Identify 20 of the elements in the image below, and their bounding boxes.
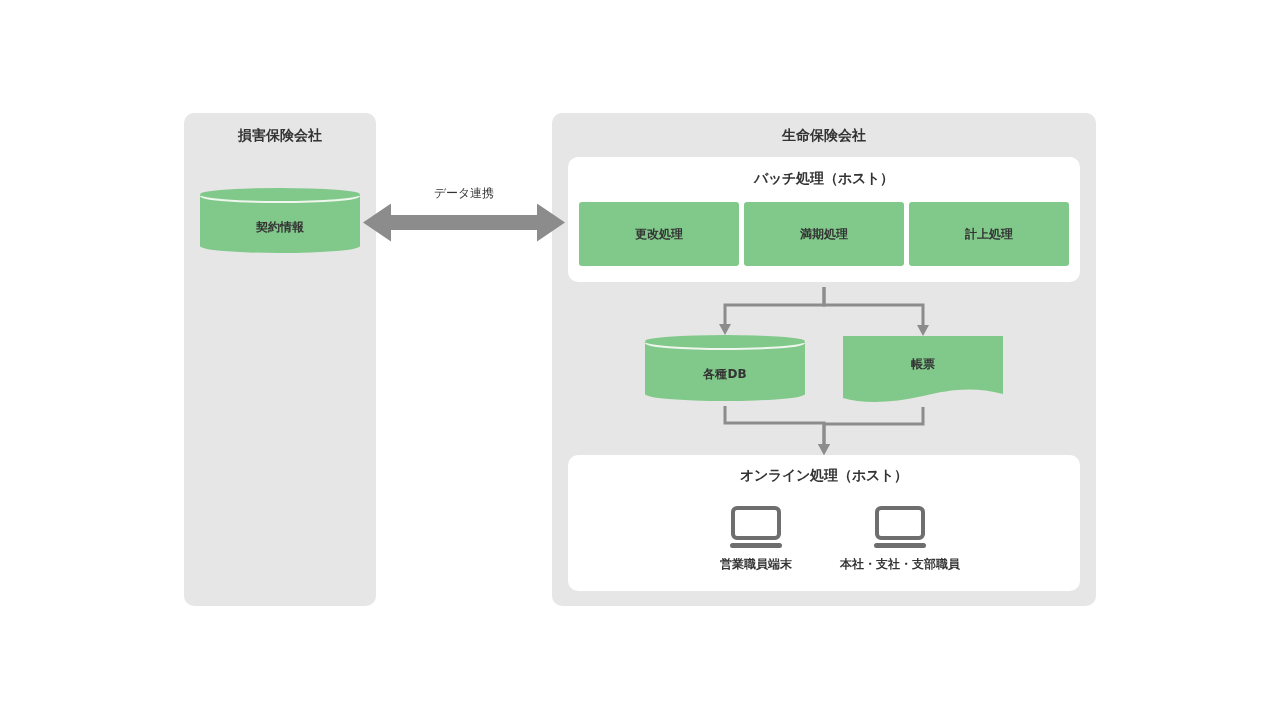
shape-label: 契約情報 bbox=[255, 219, 305, 236]
company-panel bbox=[184, 113, 376, 606]
process-group-box bbox=[568, 157, 1080, 282]
arrow bbox=[818, 407, 925, 455]
process-group-box bbox=[568, 455, 1080, 591]
group-title: 生命保険会社 bbox=[781, 127, 867, 145]
group-title: オンライン処理（ホスト） bbox=[739, 467, 909, 485]
terminal-label: 本社・支社・支部職員 bbox=[839, 557, 961, 572]
shape-label: 各種DB bbox=[702, 366, 748, 383]
company-panel bbox=[552, 113, 1096, 606]
group-title: バッチ処理（ホスト） bbox=[752, 170, 895, 188]
process-box: 満期処理 bbox=[744, 202, 904, 266]
arrow bbox=[363, 203, 565, 242]
process-box: 計上処理 bbox=[909, 202, 1069, 266]
arrow bbox=[822, 287, 929, 336]
edge-label: データ連携 bbox=[431, 184, 497, 202]
process-box: 更改処理 bbox=[579, 202, 739, 266]
group-title: 損害保険会社 bbox=[237, 127, 323, 145]
terminal-label: 営業職員端末 bbox=[719, 557, 793, 572]
shape-label: 帳票 bbox=[910, 356, 936, 373]
